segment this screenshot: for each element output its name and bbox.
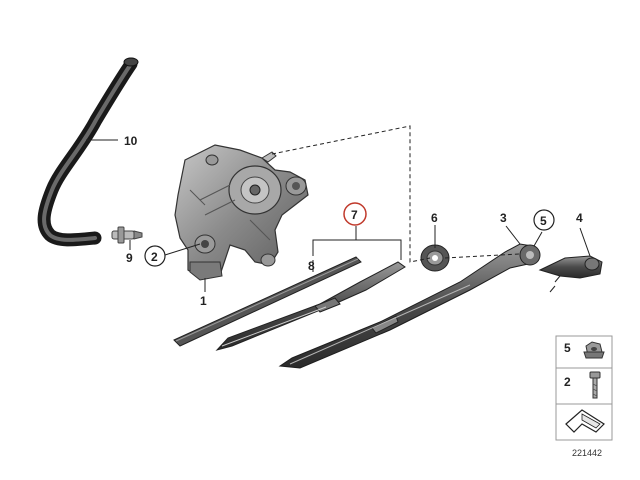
callout-10: 10 xyxy=(124,134,138,148)
blade-insert-part xyxy=(173,256,362,347)
wiper-arm-part xyxy=(278,243,541,369)
svg-text:5: 5 xyxy=(540,214,547,228)
legend-bolt: 2 xyxy=(564,371,601,399)
svg-text:2: 2 xyxy=(564,375,571,389)
callout-1: 1 xyxy=(200,294,207,308)
legend-nut: 5 xyxy=(564,341,605,359)
svg-text:2: 2 xyxy=(151,250,158,264)
callout-7: 7 xyxy=(343,202,367,226)
grommet-part xyxy=(420,244,450,272)
callout-2: 2 xyxy=(144,245,166,267)
svg-text:8: 8 xyxy=(308,259,315,273)
diagram-number: 221442 xyxy=(572,448,602,458)
callout-3: 3 xyxy=(500,211,507,225)
svg-text:7: 7 xyxy=(351,208,358,222)
svg-text:3: 3 xyxy=(500,211,507,225)
svg-text:1: 1 xyxy=(200,294,207,308)
callout-5: 5 xyxy=(533,209,555,231)
leader-lines xyxy=(86,139,591,292)
hose-part xyxy=(37,57,139,247)
callout-6: 6 xyxy=(431,211,438,225)
callout-4: 4 xyxy=(576,211,583,225)
svg-text:9: 9 xyxy=(126,251,133,265)
callout-9: 9 xyxy=(126,251,133,265)
cover-cap-part xyxy=(538,255,603,293)
callout-8: 8 xyxy=(308,259,315,273)
wiper-motor-part xyxy=(174,144,309,281)
legend-gasket-icon xyxy=(565,409,605,433)
assembly-guide-lines xyxy=(271,125,521,263)
svg-text:4: 4 xyxy=(576,211,583,225)
svg-text:10: 10 xyxy=(124,134,138,148)
wiper-blade-part xyxy=(215,261,406,351)
nozzle-part xyxy=(111,226,143,244)
hardware-legend: 5 2 xyxy=(555,335,613,441)
svg-text:5: 5 xyxy=(564,341,571,355)
svg-text:6: 6 xyxy=(431,211,438,225)
